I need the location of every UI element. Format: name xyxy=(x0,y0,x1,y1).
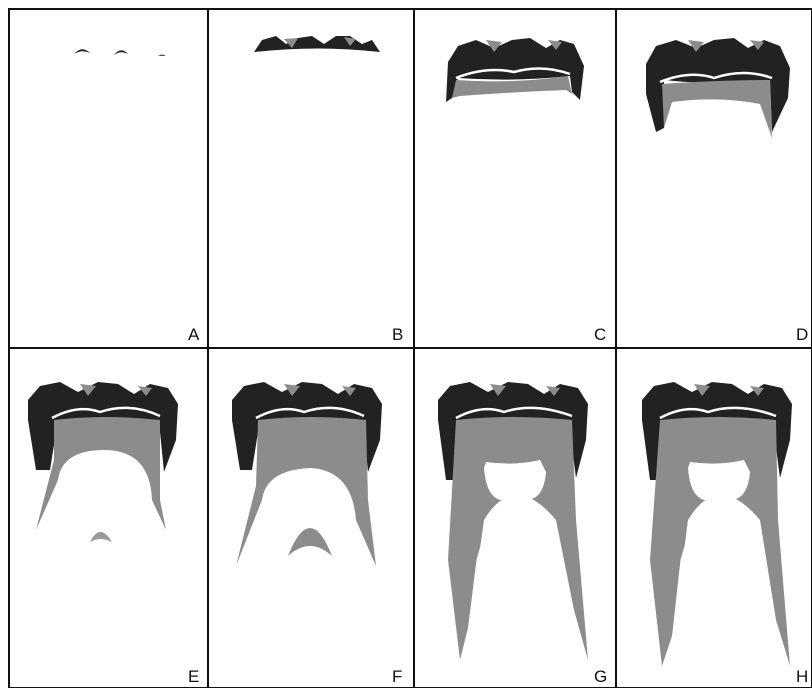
panel-label-a: A xyxy=(188,325,200,344)
panel-label-c: C xyxy=(594,325,606,344)
panel-label-h: H xyxy=(796,667,808,686)
panel-label-g: G xyxy=(594,667,607,686)
panel-label-e: E xyxy=(188,667,199,686)
panel-label-b: B xyxy=(392,325,403,344)
panel-label-f: F xyxy=(392,667,402,686)
panel-label-d: D xyxy=(796,325,808,344)
